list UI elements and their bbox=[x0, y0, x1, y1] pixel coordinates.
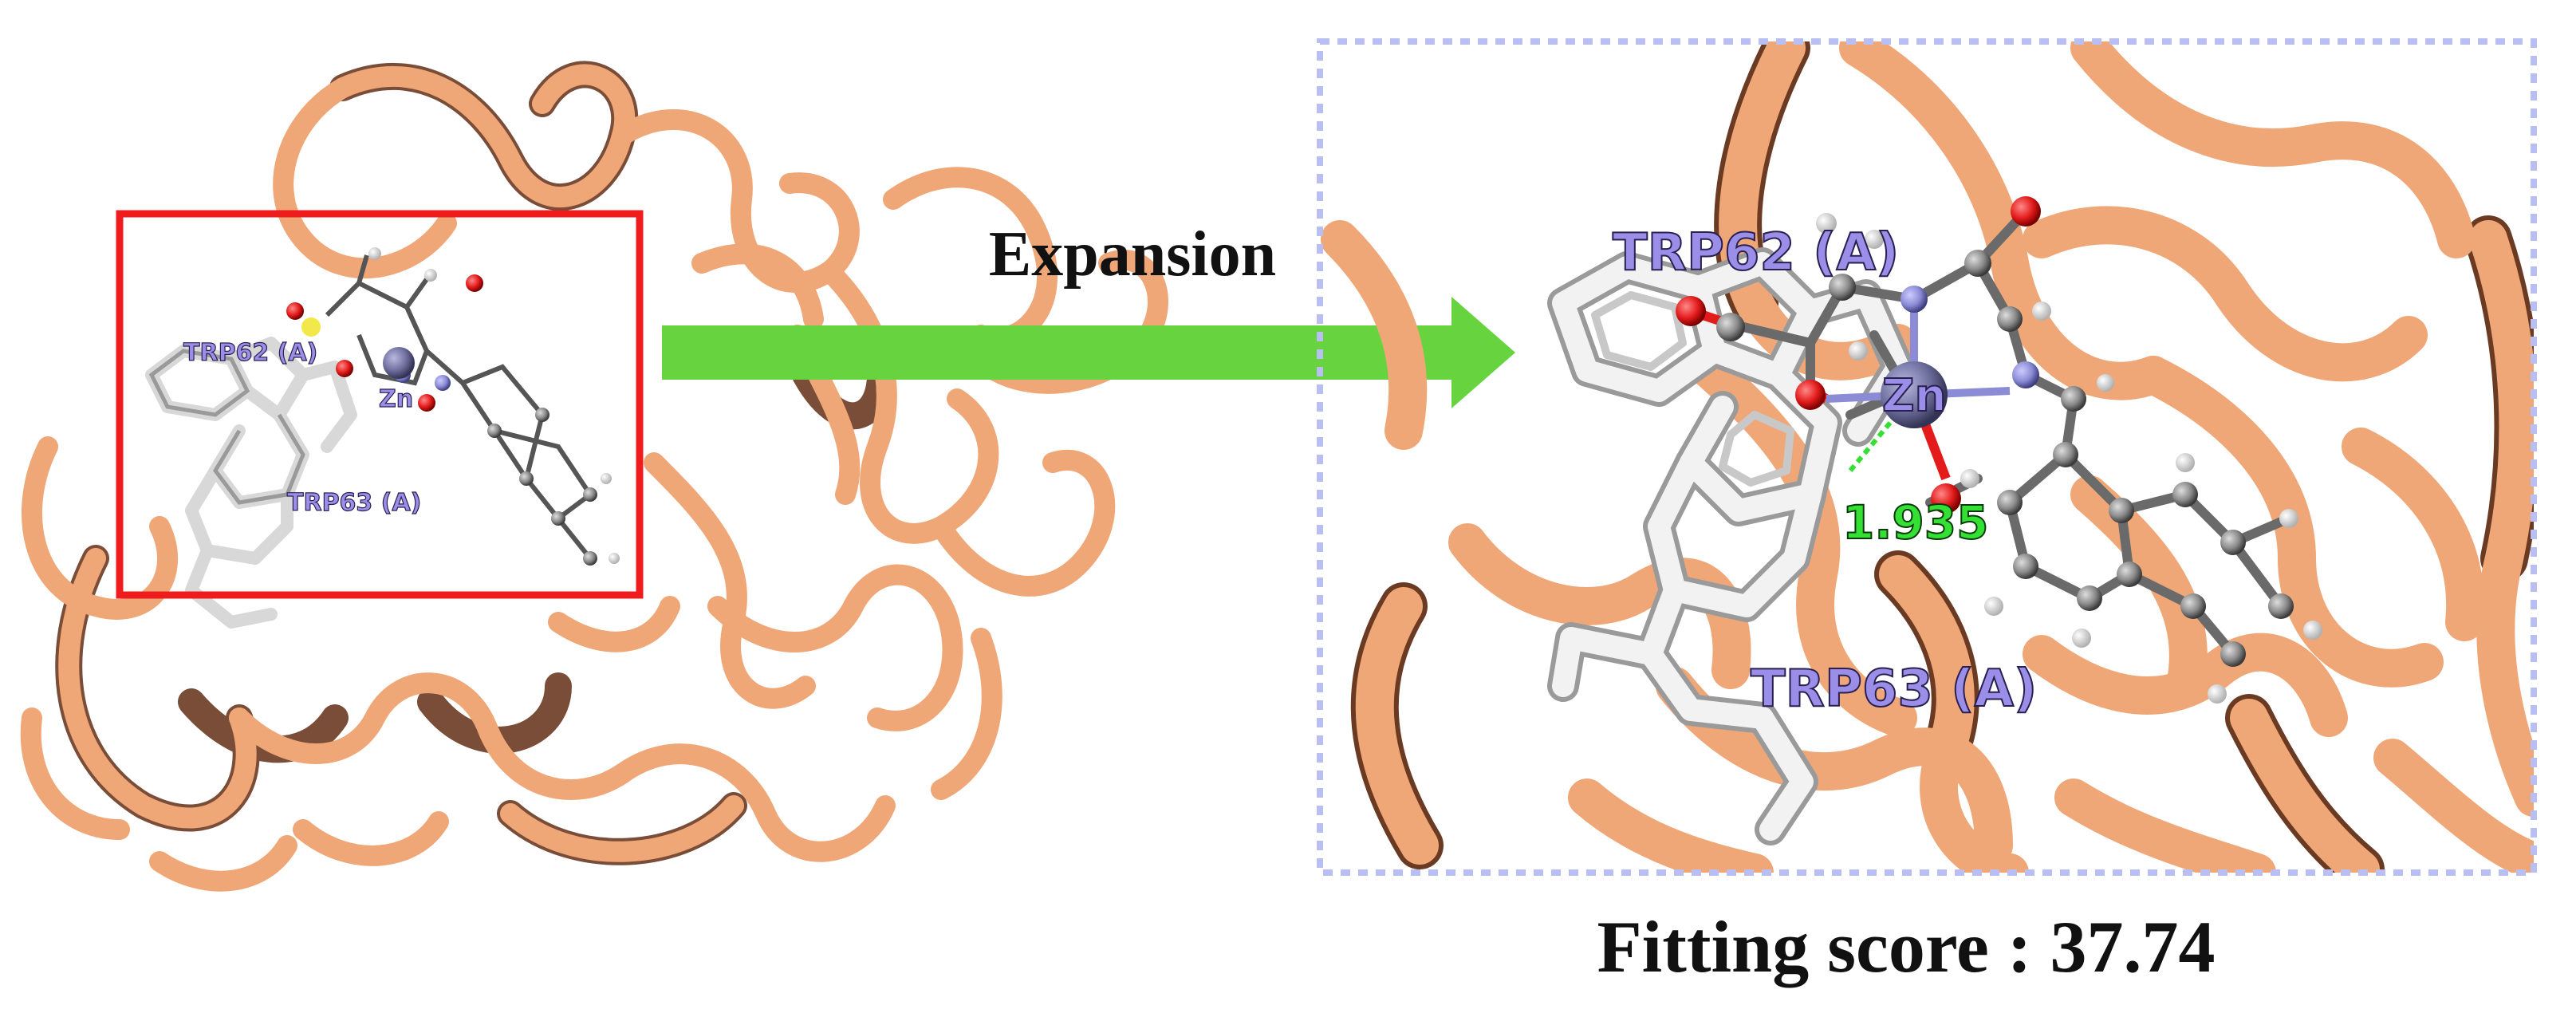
protein-ribbon-overview bbox=[20, 61, 1168, 892]
ligand-complex-overview bbox=[145, 247, 620, 629]
right-label-trp63: TRP63 (A) bbox=[1751, 660, 2037, 719]
right-label-zn: Zn bbox=[1882, 370, 1946, 422]
fitting-score: Fitting score : 37.74 bbox=[1597, 906, 2215, 987]
selection-box bbox=[116, 210, 644, 599]
expansion-arrow bbox=[662, 297, 1515, 408]
left-label-trp62: TRP62 (A) bbox=[183, 339, 317, 367]
zinc-atom-overview bbox=[383, 347, 415, 379]
right-label-distance: 1.935 bbox=[1842, 495, 1988, 550]
left-label-trp63: TRP63 (A) bbox=[287, 489, 421, 517]
right-label-trp62: TRP62 (A) bbox=[1613, 223, 1899, 282]
left-label-zn: Zn bbox=[379, 385, 413, 413]
ligand-zoomed bbox=[1676, 196, 2322, 704]
zinc-atom-zoomed bbox=[1881, 361, 1948, 428]
protein-ribbon-zoomed bbox=[1321, 41, 2534, 873]
expansion-label: Expansion bbox=[989, 219, 1276, 290]
zoom-frame bbox=[1317, 38, 2537, 876]
